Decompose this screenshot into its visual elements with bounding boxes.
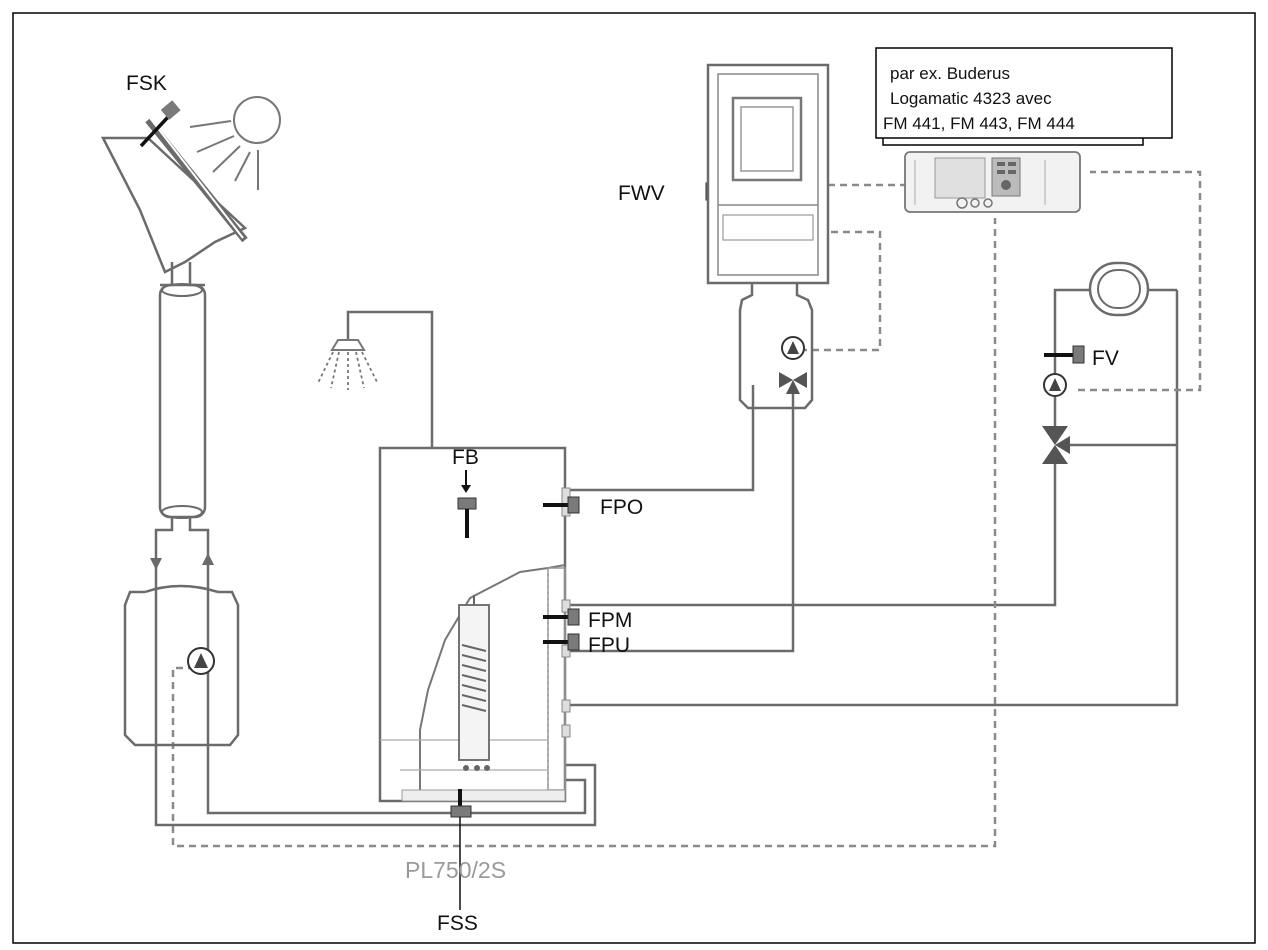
sensor-labels: FSK FWV FB FPO FPM FPU FV PL750/2S FSS <box>126 72 1119 935</box>
vacuum-tube <box>150 283 214 570</box>
control-line-heating <box>1078 170 1202 392</box>
shower-icon <box>317 339 378 390</box>
pipes <box>154 288 1179 827</box>
boiler-pump-station <box>738 283 814 410</box>
fsk-sensor-probe <box>139 115 170 148</box>
solar-flow-pipe <box>206 560 587 815</box>
control-line-solar <box>171 218 997 848</box>
label-fpo: FPO <box>600 496 643 519</box>
boiler-valve-icon <box>779 372 807 394</box>
mixing-valve-icon <box>1042 426 1070 464</box>
fsk-sensor-icon <box>160 100 181 120</box>
heat-exchanger-icon <box>458 604 490 761</box>
fpo-sensor-icon <box>567 496 580 514</box>
solar-pump-station <box>123 584 240 747</box>
fb-sensor-icon <box>457 497 477 510</box>
collector-body <box>100 136 248 274</box>
note-line-1: par ex. Buderus <box>890 64 1010 83</box>
label-fpm: FPM <box>588 609 632 632</box>
fss-sensor-icon <box>450 805 472 818</box>
label-fv: FV <box>1092 347 1119 370</box>
wall-boiler <box>706 63 830 285</box>
fpo-pipe <box>565 385 755 492</box>
label-fpu: FPU <box>588 634 630 657</box>
outer-frame <box>12 12 1256 944</box>
controller-note: par ex. Buderus Logamatic 4323 avec FM 4… <box>875 47 1173 146</box>
label-fwv: FWV <box>618 182 665 205</box>
fpm-sensor-icon <box>567 608 580 626</box>
label-fsk: FSK <box>126 72 167 95</box>
label-fb: FB <box>452 446 479 469</box>
note-line-2: Logamatic 4323 avec <box>890 89 1052 108</box>
control-line-boiler-pump <box>800 230 882 352</box>
label-fss: FSS <box>437 912 478 935</box>
label-model: PL750/2S <box>405 857 506 883</box>
control-lines <box>171 170 1202 848</box>
shower-pipe <box>346 310 434 448</box>
heating-return-pipe <box>565 290 1179 707</box>
fpu-pipe <box>565 385 795 653</box>
sun-icon <box>189 96 281 190</box>
note-line-3: FM 441, FM 443, FM 444 <box>883 114 1075 133</box>
controller-unit <box>904 151 1081 213</box>
fpm-pipe <box>565 460 1057 607</box>
fv-sensor-icon <box>1072 345 1085 364</box>
heating-circuit <box>1042 261 1150 464</box>
fpu-sensor-icon <box>567 633 580 651</box>
solar-collector <box>100 100 248 287</box>
solar-return-pipe <box>154 560 597 827</box>
